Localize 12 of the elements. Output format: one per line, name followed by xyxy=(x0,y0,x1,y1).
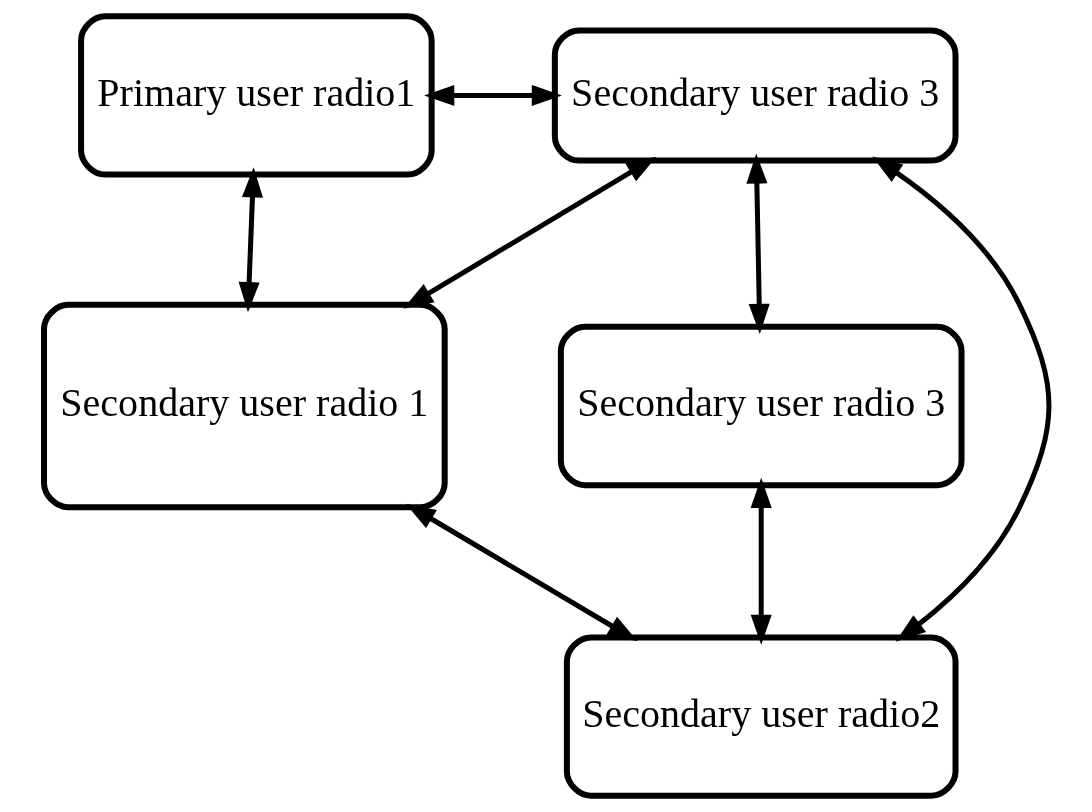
arrow xyxy=(871,156,1051,642)
arrow xyxy=(405,503,638,642)
arrow xyxy=(238,167,263,313)
node-box: Secondary user radio 3 xyxy=(551,27,958,164)
node-box: Secondary user radio2 xyxy=(563,634,958,799)
node-box: Secondary user radio 3 xyxy=(557,323,965,489)
node-box: Secondary user radio 1 xyxy=(40,301,448,511)
arrow xyxy=(402,156,656,309)
arrow xyxy=(745,153,770,334)
node-box: Primary user radio1 xyxy=(77,13,435,178)
arrow xyxy=(423,84,562,107)
arrow xyxy=(750,477,772,645)
